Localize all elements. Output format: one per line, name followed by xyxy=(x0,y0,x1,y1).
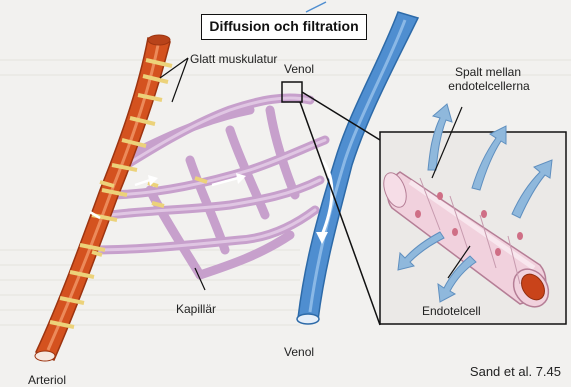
inset-panel xyxy=(379,104,566,324)
label-gap-line1: Spalt mellan xyxy=(445,65,531,79)
label-gap-line2: endotelcellerna xyxy=(436,79,542,93)
label-smooth-muscle: Glatt muskulatur xyxy=(190,52,277,66)
label-arteriole: Arteriol xyxy=(28,373,66,387)
label-venule-bottom: Venol xyxy=(284,345,314,359)
label-capillary: Kapillär xyxy=(176,302,216,316)
label-endothelial-cell: Endotelcell xyxy=(422,304,481,318)
label-venule-top: Venol xyxy=(284,62,314,76)
top-arrow-fragment xyxy=(306,2,326,12)
source-credit: Sand et al. 7.45 xyxy=(470,364,561,379)
diagram-title: Diffusion och filtration xyxy=(201,14,367,40)
